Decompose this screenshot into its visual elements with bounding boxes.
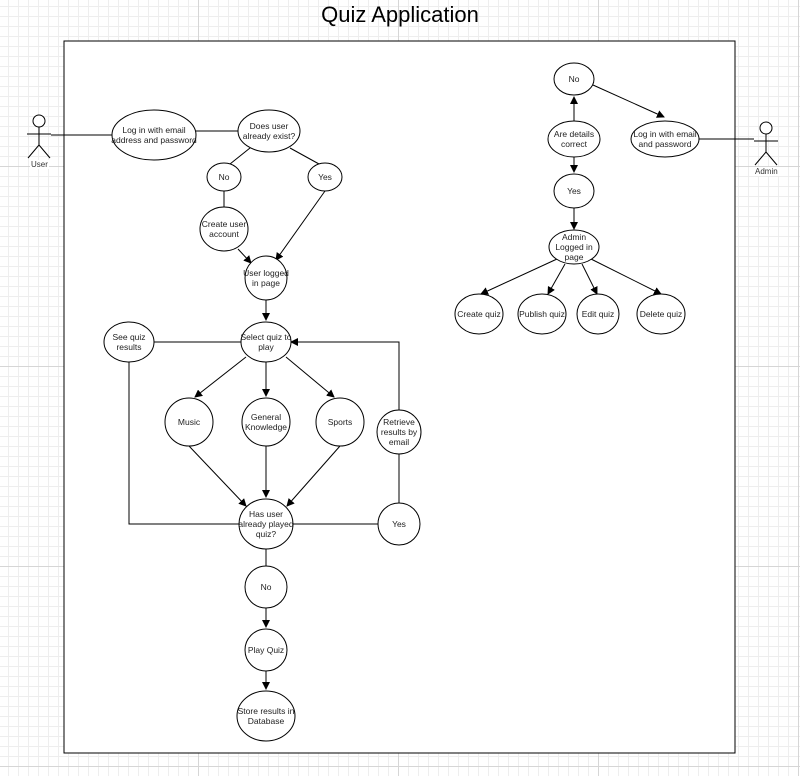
create-account-node [199,206,249,252]
no-1-node [206,162,242,192]
connector-31 [590,258,662,295]
user-logged-in-node [244,255,288,301]
connector-4 [289,147,320,165]
user-exist-node [237,109,301,153]
delete-quiz-node [636,293,686,335]
user-actor-label: User [30,160,49,169]
play-quiz-node [244,628,288,672]
yes-1-node [307,162,343,192]
sports-node [315,397,365,447]
retrieve-results-node [376,409,422,455]
connector-19 [290,338,400,410]
already-played-node [238,498,294,550]
connector-12 [285,356,335,398]
connector-30 [581,263,598,295]
connector-24 [592,84,665,118]
connector-6 [237,248,252,264]
see-results-node [103,321,155,363]
details-correct-node [547,120,601,158]
login-user-node [111,109,197,161]
admin-yes-node [553,173,595,209]
connector-10 [194,356,247,398]
diagram-title: Quiz Application [321,2,479,27]
admin-logged-in-node [548,229,600,265]
publish-quiz-node [517,293,567,335]
create-quiz-node [454,293,504,335]
connector-29 [547,263,566,295]
admin-no-node [553,62,595,96]
connector-28 [480,258,558,295]
general-knowledge-node [241,397,291,447]
admin-actor-label: Admin [754,167,779,176]
login-admin-node [630,120,700,158]
user-actor [27,114,51,159]
connector-7 [275,190,326,261]
no-2-node [244,565,288,609]
connector-16 [128,362,239,525]
yes-2-node [377,502,421,546]
connector-15 [286,445,341,507]
music-node [164,397,214,447]
admin-actor [754,121,778,166]
edit-quiz-node [576,293,620,335]
store-results-node [236,690,296,742]
connector-3 [229,147,251,165]
connector-13 [188,445,247,507]
select-quiz-node [240,321,292,363]
